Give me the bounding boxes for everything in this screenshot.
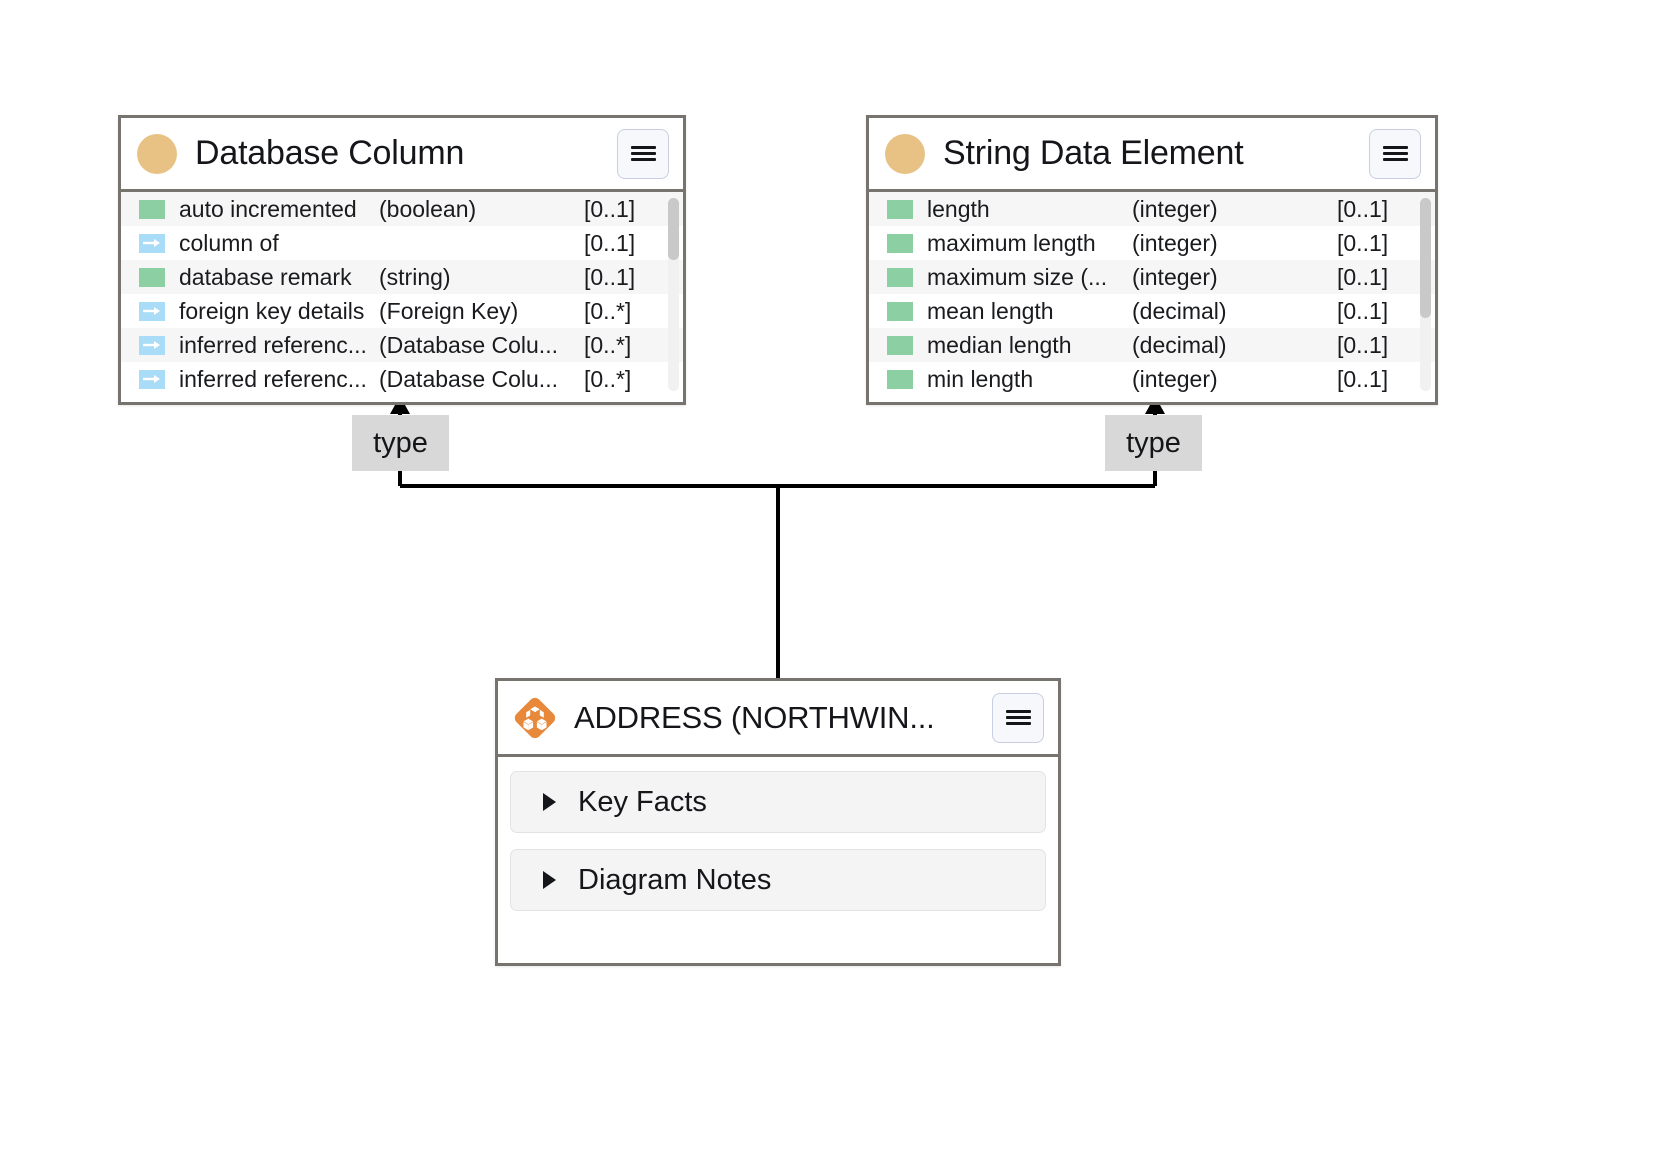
vertical-scrollbar[interactable] [1420, 198, 1431, 391]
attribute-swatch-icon [887, 301, 913, 321]
property-cardinality: [0..*] [584, 365, 632, 392]
accordion-diagram-notes[interactable]: Diagram Notes [510, 849, 1046, 911]
property-type: (Foreign Key) [379, 297, 519, 324]
hamburger-menu-button[interactable] [992, 692, 1044, 743]
attribute-swatch-icon [139, 199, 165, 219]
property-row[interactable]: mean length (decimal) [0..1] [869, 294, 1435, 328]
property-row[interactable]: min length (integer) [0..1] [869, 362, 1435, 396]
relationship-arrow-icon [139, 233, 165, 253]
relationship-arrow-icon [139, 369, 165, 389]
property-type: (integer) [1132, 263, 1218, 290]
property-cardinality: [0..1] [1337, 263, 1389, 290]
accordion-key-facts[interactable]: Key Facts [510, 771, 1046, 833]
property-type: (integer) [1132, 365, 1218, 392]
card-title: ADDRESS (NORTHWIN... [574, 699, 935, 735]
property-cardinality: [0..1] [1337, 365, 1389, 392]
property-type: (integer) [1132, 229, 1218, 256]
property-row[interactable]: inferred referenc... (Database Colu... [0.… [121, 362, 683, 396]
property-name: maximum size (... [927, 263, 1108, 290]
attribute-swatch-icon [887, 233, 913, 253]
property-cardinality: [0..1] [1337, 297, 1389, 324]
property-cardinality: [0..*] [584, 331, 632, 358]
property-cardinality: [0..*] [584, 297, 632, 324]
card-title: Database Column [195, 134, 465, 172]
accordion-label: Key Facts [578, 785, 707, 818]
menu-icon [1382, 143, 1408, 164]
hamburger-menu-button[interactable] [617, 128, 669, 179]
edge-label-text: type [373, 426, 428, 459]
attribute-swatch-icon [139, 267, 165, 287]
relationship-arrow-icon [139, 301, 165, 321]
menu-icon [1005, 707, 1031, 728]
property-cardinality: [0..1] [1337, 195, 1389, 222]
property-name: inferred referenc... [179, 331, 367, 358]
scrollbar-thumb[interactable] [668, 198, 679, 260]
relationship-arrow-icon [139, 335, 165, 355]
property-type: (Database Colu... [379, 365, 558, 392]
property-list: auto incremented(boolean)[0..1]column of… [121, 192, 683, 396]
orange-diamond-cubes-icon [512, 694, 558, 741]
property-cardinality: [0..1] [584, 229, 636, 256]
property-row[interactable]: database remark (string) [0..1] [121, 260, 683, 294]
property-cardinality: [0..1] [584, 263, 636, 290]
card-body[interactable]: length (integer) [0..1] maximum length (inte… [869, 192, 1435, 397]
attribute-swatch-icon [887, 267, 913, 287]
property-name: mean length [927, 297, 1054, 324]
property-type: (Database Colu... [379, 331, 558, 358]
vertical-scrollbar[interactable] [668, 198, 679, 391]
edge-label-type-left: type [352, 415, 449, 471]
menu-icon [630, 143, 656, 164]
property-row[interactable]: maximum length (integer) [0..1] [869, 226, 1435, 260]
property-row[interactable]: length (integer) [0..1] [869, 192, 1435, 226]
card-header: ADDRESS (NORTHWIN... [498, 681, 1058, 757]
entity-card-string-data-element[interactable]: String Data Element length (integer) [0..1… [866, 115, 1438, 405]
card-body[interactable]: auto incremented(boolean)[0..1]column of… [121, 192, 683, 397]
property-name: foreign key details [179, 297, 365, 324]
chevron-right-icon [543, 793, 556, 811]
property-type: (integer) [1132, 195, 1218, 222]
entity-card-database-column[interactable]: Database Column auto incremented (boolean… [118, 115, 686, 405]
property-name: min length [927, 365, 1034, 392]
accordion-label: Diagram Notes [578, 863, 772, 896]
property-name: maximum length [927, 229, 1096, 256]
property-cardinality: [0..1] [584, 195, 636, 222]
property-name: median length [927, 331, 1072, 358]
property-row[interactable]: foreign key details (Foreign Key) [0..*] [121, 294, 683, 328]
card-header: Database Column [121, 118, 683, 192]
edge-label-type-right: type [1105, 415, 1202, 471]
card-body: Key Facts Diagram Notes [498, 757, 1058, 927]
hamburger-menu-button[interactable] [1369, 128, 1421, 179]
tan-circle-icon [137, 133, 177, 174]
card-title: String Data Element [943, 134, 1244, 172]
property-type: (boolean) [379, 195, 477, 222]
attribute-swatch-icon [887, 335, 913, 355]
chevron-right-icon [543, 871, 556, 889]
property-row[interactable]: column of [0..1] [121, 226, 683, 260]
property-name: length [927, 195, 990, 222]
card-header: String Data Element [869, 118, 1435, 192]
property-row[interactable]: inferred referenc... (Database Colu... [0.… [121, 328, 683, 362]
property-name: column of [179, 229, 279, 256]
property-name: auto incremented [179, 195, 357, 222]
edge-label-text: type [1126, 426, 1181, 459]
property-cardinality: [0..1] [1337, 229, 1389, 256]
property-name: database remark [179, 263, 352, 290]
property-type: (decimal) [1132, 297, 1227, 324]
instance-card-address[interactable]: ADDRESS (NORTHWIN... Key Facts Diagram N… [495, 678, 1061, 966]
property-cardinality: [0..1] [1337, 331, 1389, 358]
property-row[interactable]: maximum size (... (integer) [0..1] [869, 260, 1435, 294]
property-type: (string) [379, 263, 451, 290]
property-name: inferred referenc... [179, 365, 367, 392]
tan-circle-icon [885, 133, 925, 174]
property-row[interactable]: median length (decimal) [0..1] [869, 328, 1435, 362]
attribute-swatch-icon [887, 369, 913, 389]
property-list: length (integer) [0..1] maximum length (inte… [869, 192, 1435, 396]
attribute-swatch-icon [887, 199, 913, 219]
property-type: (decimal) [1132, 331, 1227, 358]
scrollbar-thumb[interactable] [1420, 198, 1431, 318]
property-row[interactable]: auto incremented (boolean) [0..1] [121, 192, 683, 226]
